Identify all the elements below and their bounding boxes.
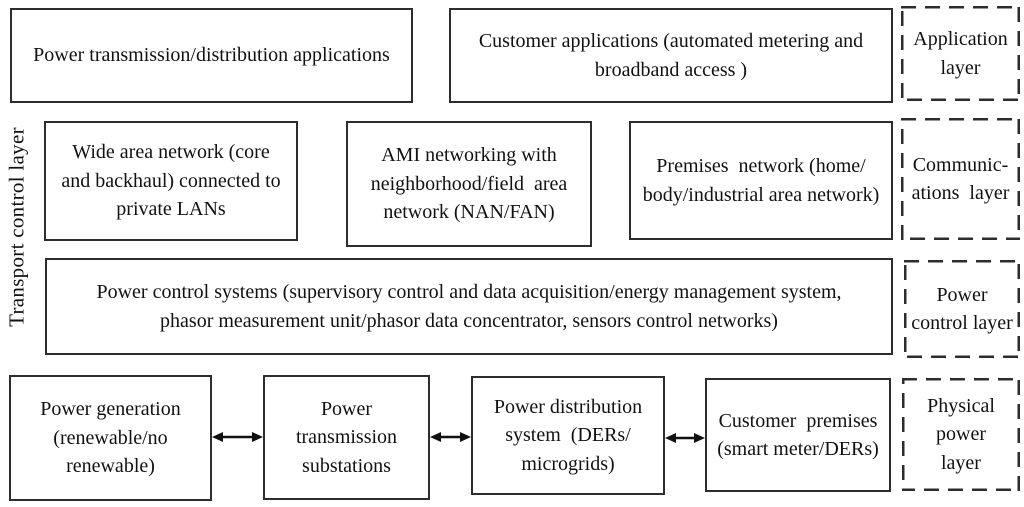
communications-layer-label-box: Communic- ations layer — [901, 118, 1020, 240]
power-control-layer-label-box: Power control layer — [904, 260, 1020, 358]
application-layer-label: Application layer — [913, 28, 1008, 79]
bidirectional-arrow-icon — [665, 433, 705, 443]
power-distribution-system-box: Power distribution system (DERs/ microgr… — [471, 376, 665, 495]
power-control-systems-box: Power control systems (supervisory contr… — [45, 258, 893, 355]
power-generation-box: Power generation (renewable/no renewable… — [9, 375, 212, 501]
power-transmission-distribution-applications-box: Power transmission/distribution applicat… — [10, 8, 413, 103]
physical-power-layer-label: Physical power layer — [927, 394, 995, 474]
bidirectional-arrow-icon — [212, 432, 263, 442]
power-transmission-substations-box: Power transmission substations — [263, 375, 430, 500]
customer-premises-box: Customer premises (smart meter/DERs) — [705, 378, 891, 492]
premises-network-box: Premises network (home/ body/industrial … — [629, 121, 893, 240]
application-layer-label-box: Application layer — [901, 6, 1020, 101]
physical-power-layer-label-box: Physical power layer — [902, 378, 1020, 491]
power-control-layer-label: Power control layer — [911, 283, 1013, 334]
ami-networking-box: AMI networking with neighborhood/field a… — [346, 121, 592, 247]
wide-area-network-box: Wide area network (core and backhaul) co… — [44, 121, 298, 241]
bidirectional-arrow-icon — [430, 432, 471, 442]
customer-applications-box: Customer applications (automated meterin… — [449, 8, 893, 103]
communications-layer-label: Communic- ations layer — [911, 153, 1010, 204]
transport-control-layer-label: Transport control layer — [4, 127, 29, 327]
